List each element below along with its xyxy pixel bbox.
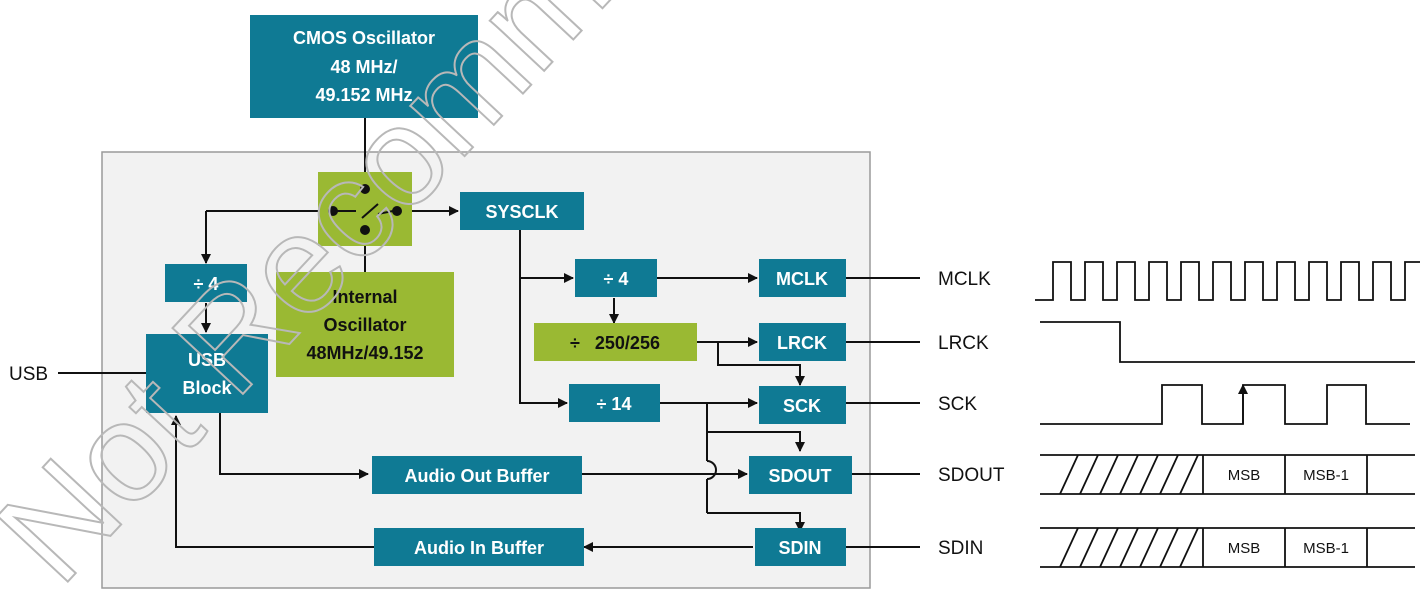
sck-signal-label: SCK bbox=[938, 394, 977, 415]
svg-text:SDOUT: SDOUT bbox=[769, 466, 832, 486]
svg-text:÷ 4: ÷ 4 bbox=[194, 274, 219, 294]
audio-out-buffer-block: Audio Out Buffer bbox=[372, 456, 582, 494]
sdin-msb1-label: MSB-1 bbox=[1303, 540, 1349, 557]
sdout-waveform bbox=[1040, 454, 1415, 495]
clock-switch-block bbox=[318, 172, 412, 246]
svg-text:SYSCLK: SYSCLK bbox=[485, 202, 558, 222]
cmos-label-3: 49.152 MHz bbox=[315, 85, 412, 105]
sdout-msb1-label: MSB-1 bbox=[1303, 467, 1349, 484]
lrck-waveform bbox=[1040, 321, 1415, 363]
svg-text:SCK: SCK bbox=[783, 396, 821, 416]
usb-signal-label: USB bbox=[9, 364, 48, 385]
divide-4-usb-block: ÷ 4 bbox=[165, 264, 247, 302]
sdin-signal-label: SDIN bbox=[938, 538, 983, 559]
svg-text:MCLK: MCLK bbox=[776, 269, 828, 289]
sdout-block: SDOUT bbox=[749, 456, 852, 494]
audio-in-buffer-block: Audio In Buffer bbox=[374, 528, 584, 566]
sdin-block: SDIN bbox=[755, 528, 846, 566]
sdout-msb-label: MSB bbox=[1228, 467, 1261, 484]
cmos-label-1: CMOS Oscillator bbox=[293, 28, 435, 48]
svg-text:USB: USB bbox=[188, 350, 226, 370]
svg-text:Audio In Buffer: Audio In Buffer bbox=[414, 538, 544, 558]
svg-text:Internal: Internal bbox=[332, 287, 397, 307]
timing-waveforms bbox=[1035, 261, 1420, 568]
sdout-signal-label: SDOUT bbox=[938, 465, 1005, 486]
divide-14-block: ÷ 14 bbox=[569, 384, 660, 422]
svg-text:Oscillator: Oscillator bbox=[323, 315, 406, 335]
sdin-msb-label: MSB bbox=[1228, 540, 1261, 557]
svg-text:÷ 250/256: ÷ 250/256 bbox=[570, 333, 660, 353]
svg-text:÷ 14: ÷ 14 bbox=[597, 394, 632, 414]
lrck-signal-label: LRCK bbox=[938, 333, 989, 354]
cmos-oscillator-block: CMOS Oscillator 48 MHz/ 49.152 MHz bbox=[250, 15, 478, 118]
mclk-waveform bbox=[1035, 261, 1420, 301]
sck-waveform bbox=[1040, 384, 1410, 425]
sck-block: SCK bbox=[759, 386, 846, 424]
svg-text:48MHz/49.152: 48MHz/49.152 bbox=[306, 343, 423, 363]
internal-oscillator-block: Internal Oscillator 48MHz/49.152 bbox=[276, 272, 454, 377]
divide-250-256-block: ÷ 250/256 bbox=[534, 323, 697, 361]
cmos-label-2: 48 MHz/ bbox=[330, 57, 397, 77]
svg-text:Audio Out Buffer: Audio Out Buffer bbox=[405, 466, 550, 486]
svg-text:Block: Block bbox=[182, 378, 232, 398]
mclk-block: MCLK bbox=[759, 259, 846, 297]
mclk-signal-label: MCLK bbox=[938, 269, 991, 290]
svg-text:÷ 4: ÷ 4 bbox=[604, 269, 629, 289]
sysclk-block: SYSCLK bbox=[460, 192, 584, 230]
svg-text:LRCK: LRCK bbox=[777, 333, 827, 353]
svg-text:SDIN: SDIN bbox=[778, 538, 821, 558]
lrck-block: LRCK bbox=[759, 323, 846, 361]
divide-4-mclk-block: ÷ 4 bbox=[575, 259, 657, 297]
usb-block: USB Block bbox=[146, 334, 268, 413]
sdin-waveform bbox=[1040, 527, 1415, 568]
